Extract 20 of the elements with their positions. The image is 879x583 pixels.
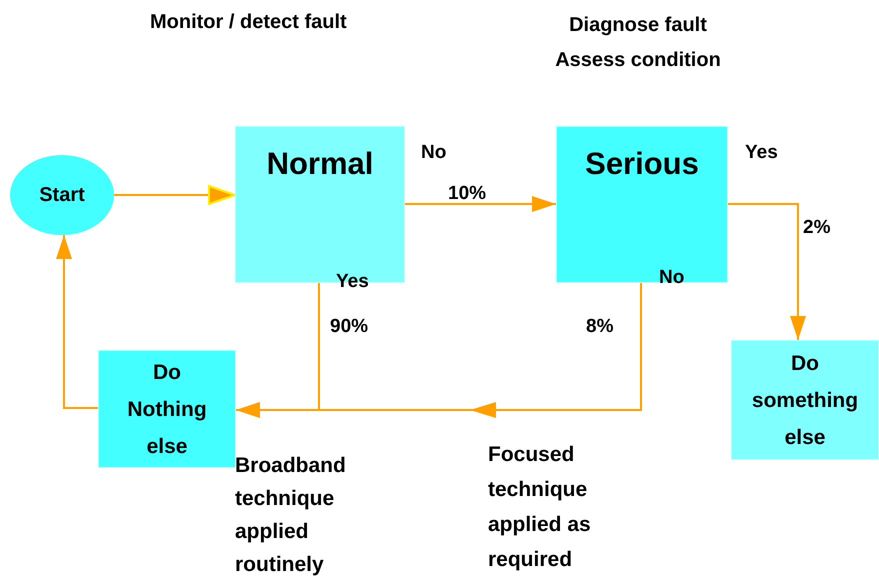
edge-label: 10% — [448, 183, 486, 205]
branch-label: No — [421, 141, 446, 165]
box-label: Serious — [585, 145, 699, 182]
branch-label: Yes — [745, 141, 778, 165]
note-text: Focused technique applied as required — [488, 442, 592, 573]
box-label: Normal — [266, 145, 374, 182]
box-label: Do Nothing else — [126, 360, 208, 460]
branch-label: No — [659, 266, 684, 290]
box-label: Start — [39, 183, 85, 207]
edge-label: 8% — [586, 316, 614, 338]
stage-heading: Diagnose fault Assess condition — [554, 13, 722, 73]
stage-heading: Monitor / detect fault — [150, 10, 348, 34]
process-box — [98, 350, 236, 468]
edge-label: 90% — [330, 316, 368, 338]
edge-label: 2% — [803, 217, 830, 239]
branch-label: Yes — [336, 270, 369, 294]
process-box — [731, 340, 879, 460]
box-label: Do something else — [750, 350, 860, 450]
note-text: Broadband technique applied routinely — [235, 453, 347, 578]
process-box — [556, 126, 728, 283]
